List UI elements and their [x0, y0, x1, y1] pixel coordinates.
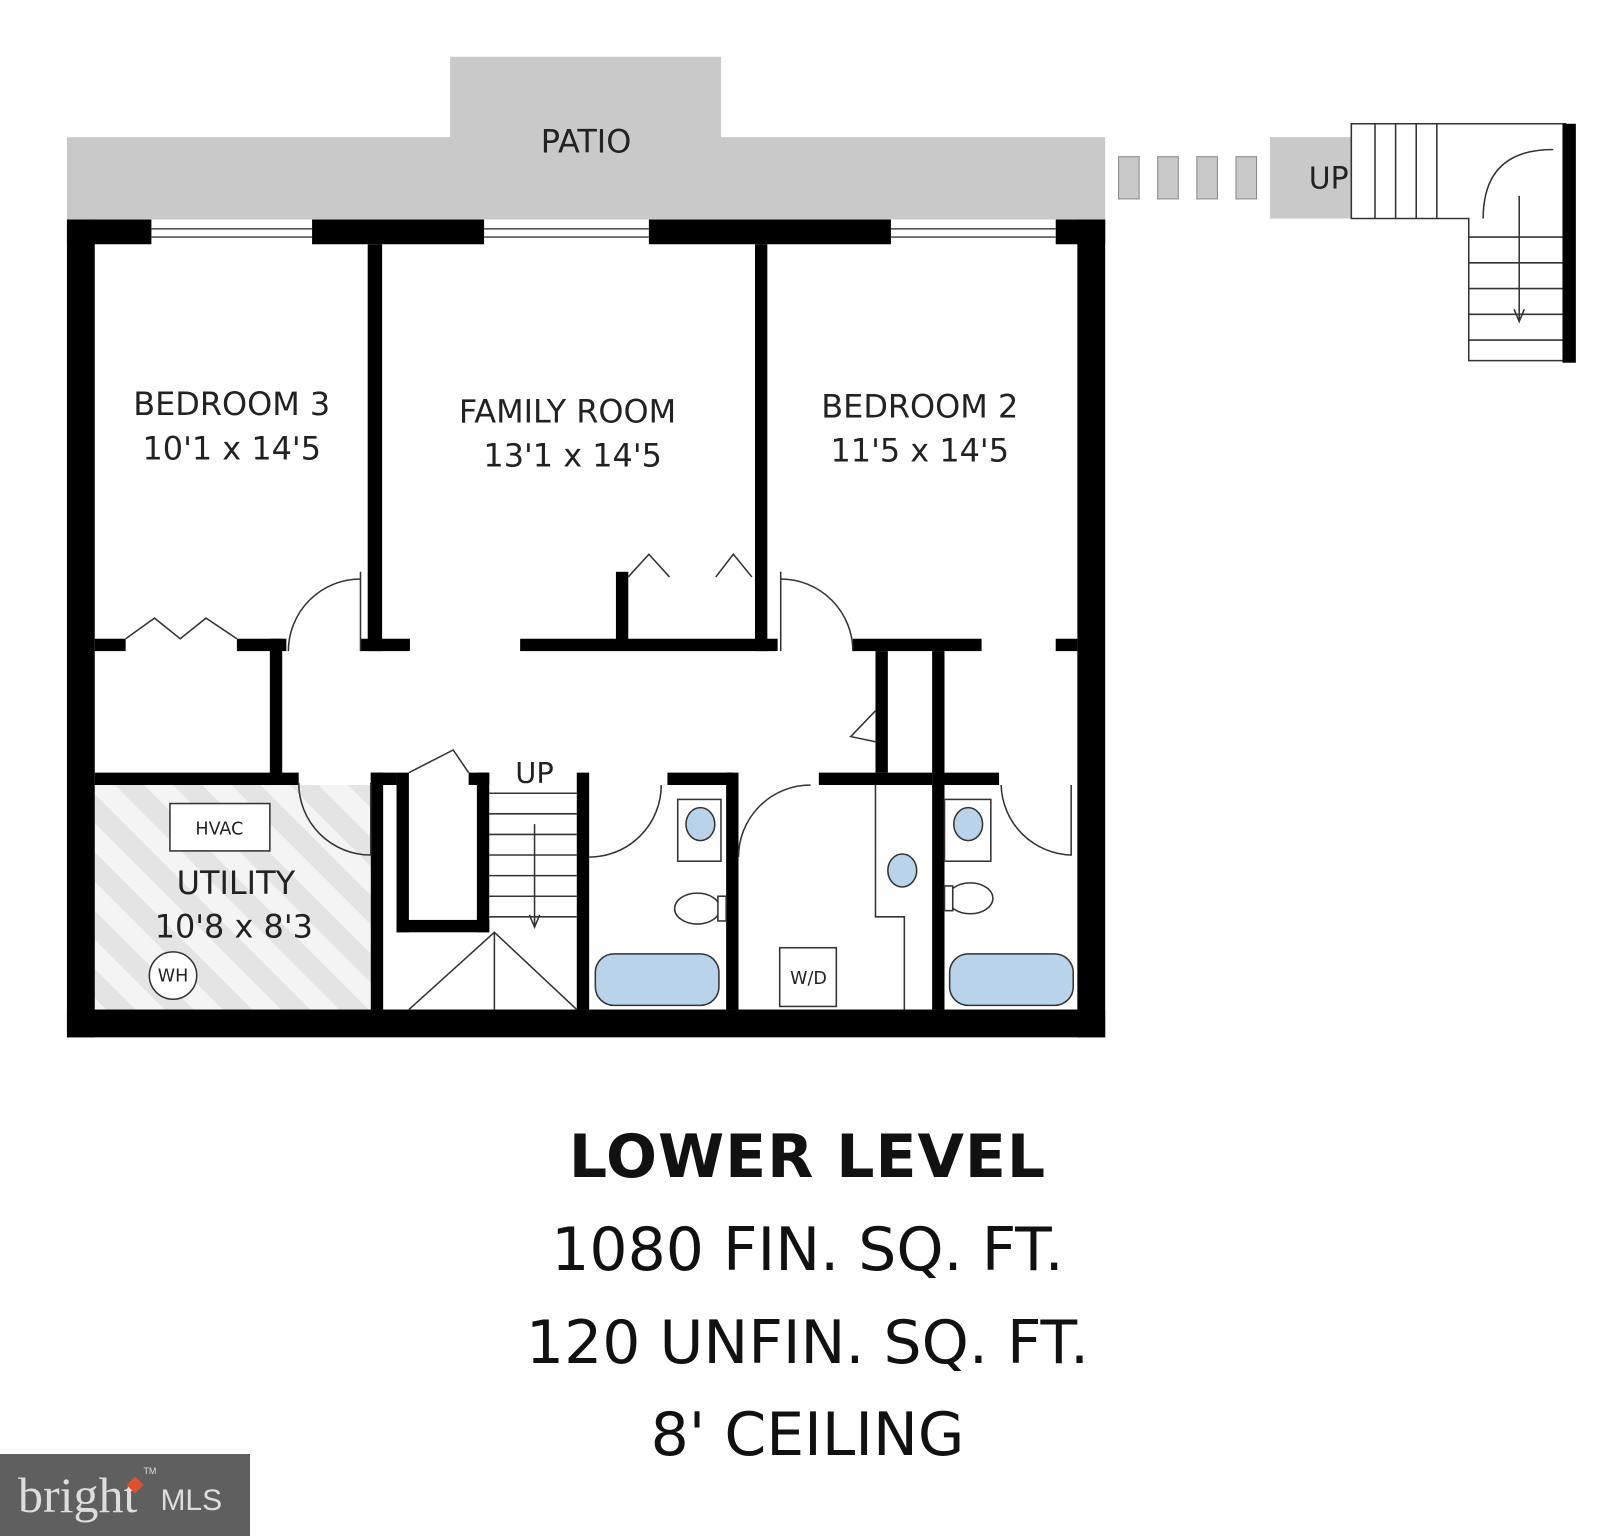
logo-brand-wrap: bright — [18, 1465, 144, 1525]
room-name: BEDROOM 3 — [133, 385, 330, 423]
logo-suffix: MLS — [160, 1484, 223, 1517]
level-title: LOWER LEVEL — [568, 1122, 1047, 1192]
exterior-staircase — [1350, 122, 1576, 363]
room-dims: 10'1 x 14'5 — [142, 430, 321, 468]
water-heater-label: WH — [158, 967, 188, 987]
hvac-label: HVAC — [195, 819, 243, 839]
bath-fixtures — [594, 784, 1075, 1010]
unfinished-area: 120 UNFIN. SQ. FT. — [525, 1308, 1090, 1378]
logo-brand: bright — [18, 1467, 138, 1523]
doors — [125, 553, 1072, 858]
room-dims: 10'8 x 8'3 — [155, 907, 313, 945]
water-heater — [148, 951, 198, 1001]
room-name: BEDROOM 2 — [821, 387, 1018, 425]
exterior-up-label: UP — [1309, 162, 1349, 197]
washer-dryer — [778, 946, 838, 1008]
washer-dryer-label: W/D — [790, 969, 827, 989]
bright-mls-logo: bright TM MLS — [0, 1454, 250, 1536]
logo-tm: TM — [143, 1466, 157, 1476]
room-name: FAMILY ROOM — [459, 392, 676, 430]
room-dims: 11'5 x 14'5 — [831, 432, 1010, 470]
hvac-unit — [169, 802, 271, 852]
exterior-steps — [1118, 137, 1352, 219]
patio — [66, 56, 1106, 220]
interior-up-label: UP — [515, 756, 554, 790]
finished-area: 1080 FIN. SQ. FT. — [551, 1215, 1064, 1285]
windows — [151, 228, 1056, 238]
patio-label: PATIO — [541, 123, 632, 161]
room-name: UTILITY — [177, 864, 296, 902]
walls — [66, 219, 1106, 1038]
room-dims: 13'1 x 14'5 — [483, 437, 662, 475]
interior-staircase — [408, 792, 578, 1011]
ceiling-height: 8' CEILING — [650, 1400, 965, 1470]
